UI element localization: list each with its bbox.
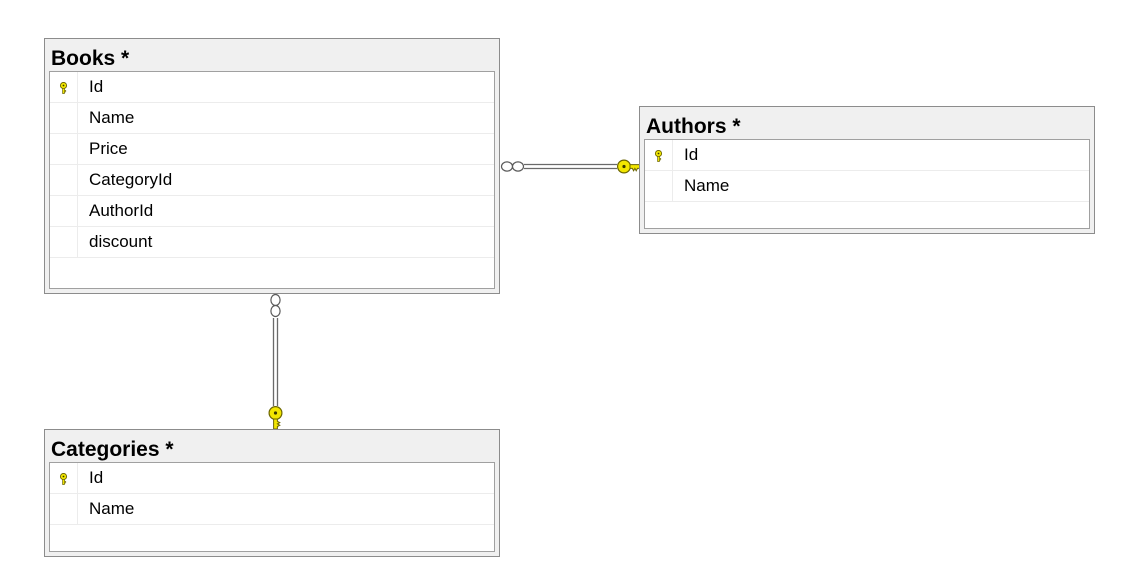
table-authors[interactable]: Authors * Id Name <box>639 106 1095 234</box>
column-row-name[interactable]: Name <box>645 171 1089 202</box>
column-row-categoryid[interactable]: CategoryId <box>50 165 494 196</box>
primary-key-icon <box>59 473 68 485</box>
column-row-authorid[interactable]: AuthorId <box>50 196 494 227</box>
column-name: Price <box>89 139 128 158</box>
table-categories[interactable]: Categories * Id Name <box>44 429 500 557</box>
column-row-discount[interactable]: discount <box>50 227 494 258</box>
column-name: CategoryId <box>89 170 173 189</box>
row-selector <box>50 72 78 102</box>
table-categories-title: Categories * <box>51 438 174 461</box>
table-books[interactable]: Books * Id Name Price <box>44 38 500 294</box>
column-name: Name <box>89 108 135 127</box>
row-selector <box>50 134 78 164</box>
primary-key-icon <box>654 150 663 162</box>
infinity-icon <box>270 293 281 318</box>
table-books-columns: Id Name Price CategoryId AuthorId discou… <box>49 71 495 289</box>
column-name: Name <box>89 499 135 518</box>
row-selector <box>50 463 78 493</box>
column-row-name[interactable]: Name <box>50 103 494 134</box>
row-selector <box>50 165 78 195</box>
column-row-id[interactable]: Id <box>50 72 494 103</box>
column-row-name[interactable]: Name <box>50 494 494 525</box>
row-selector <box>645 171 673 201</box>
relationship-books-categories[interactable] <box>268 293 283 430</box>
table-authors-columns: Id Name <box>644 139 1090 229</box>
column-name: discount <box>89 232 153 251</box>
row-selector <box>645 140 673 170</box>
column-name: AuthorId <box>89 201 154 220</box>
table-categories-columns: Id Name <box>49 462 495 552</box>
table-books-title: Books * <box>51 47 130 70</box>
column-row-id[interactable]: Id <box>50 463 494 494</box>
row-selector <box>50 494 78 524</box>
column-name: Id <box>684 145 699 164</box>
key-icon <box>616 159 641 174</box>
column-name: Name <box>684 176 730 195</box>
column-row-price[interactable]: Price <box>50 134 494 165</box>
primary-key-icon <box>59 82 68 94</box>
table-authors-title: Authors * <box>646 115 741 138</box>
row-selector <box>50 103 78 133</box>
row-selector <box>50 227 78 257</box>
infinity-icon <box>500 161 525 172</box>
column-row-id[interactable]: Id <box>645 140 1089 171</box>
column-name: Id <box>89 468 104 487</box>
column-name: Id <box>89 77 104 96</box>
row-selector <box>50 196 78 226</box>
relationship-books-authors[interactable] <box>500 159 641 174</box>
key-icon <box>268 406 283 430</box>
